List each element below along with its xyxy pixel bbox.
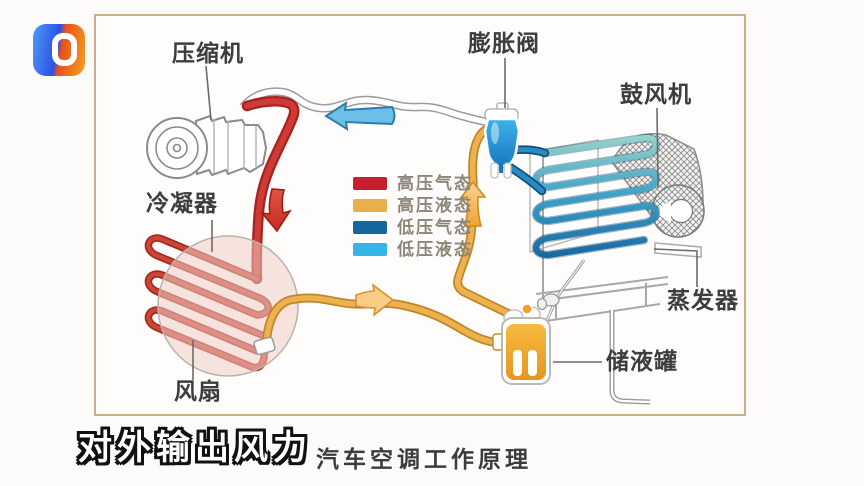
- flow-arrows: [260, 100, 487, 317]
- label-expansion-valve: 膨胀阀: [468, 30, 540, 56]
- legend-row: 高压气态: [353, 173, 473, 193]
- legend-label: 低压气态: [397, 217, 473, 237]
- pipe-coupling: [253, 336, 276, 356]
- high-pressure-gas-pipe: [241, 96, 300, 285]
- legend-row: 低压液态: [353, 239, 473, 259]
- legend-swatch-low-pressure-gas: [353, 220, 387, 234]
- legend-swatch-high-pressure-gas: [353, 176, 387, 190]
- label-evaporator: 蒸发器: [667, 287, 739, 313]
- return-pipe: [239, 87, 488, 127]
- label-blower: 鼓风机: [620, 81, 692, 107]
- expansion-valve: [483, 102, 521, 179]
- evaporator-coil: [531, 133, 661, 260]
- label-receiver-drier: 储液罐: [606, 348, 678, 374]
- legend-swatch-low-pressure-liquid: [353, 242, 387, 256]
- label-fan: 风扇: [174, 378, 222, 404]
- logo-ring: [52, 33, 77, 66]
- legend-label: 高压液态: [397, 195, 473, 215]
- haokan-video-logo-icon: [33, 24, 85, 76]
- legend-row: 高压液态: [353, 195, 473, 215]
- high-pressure-liquid-right-arrow-icon: [355, 283, 395, 317]
- label-compressor: 压缩机: [172, 40, 244, 66]
- legend-swatch-high-pressure-liquid: [353, 198, 387, 212]
- leader-lines: [192, 58, 698, 380]
- legend-label: 高压气态: [397, 173, 473, 193]
- high-pressure-gas-arrow-icon: [260, 188, 292, 233]
- legend: 高压气态 高压液态 低压气态 低压液态: [353, 173, 473, 264]
- label-condenser: 冷凝器: [146, 190, 218, 216]
- legend-row: 低压气态: [353, 217, 473, 237]
- low-pressure-gas-arrow-icon: [324, 100, 396, 131]
- receiver-drier-tank: [492, 303, 551, 385]
- legend-label: 低压液态: [397, 239, 473, 259]
- subtitle-text: 对外输出风力: [78, 429, 312, 467]
- compressor-drawing: [146, 114, 268, 179]
- diagram-caption: 汽车空调工作原理: [316, 446, 532, 472]
- high-pressure-liquid-up-arrow-icon: [457, 180, 487, 227]
- evaporator-frame: [535, 149, 669, 322]
